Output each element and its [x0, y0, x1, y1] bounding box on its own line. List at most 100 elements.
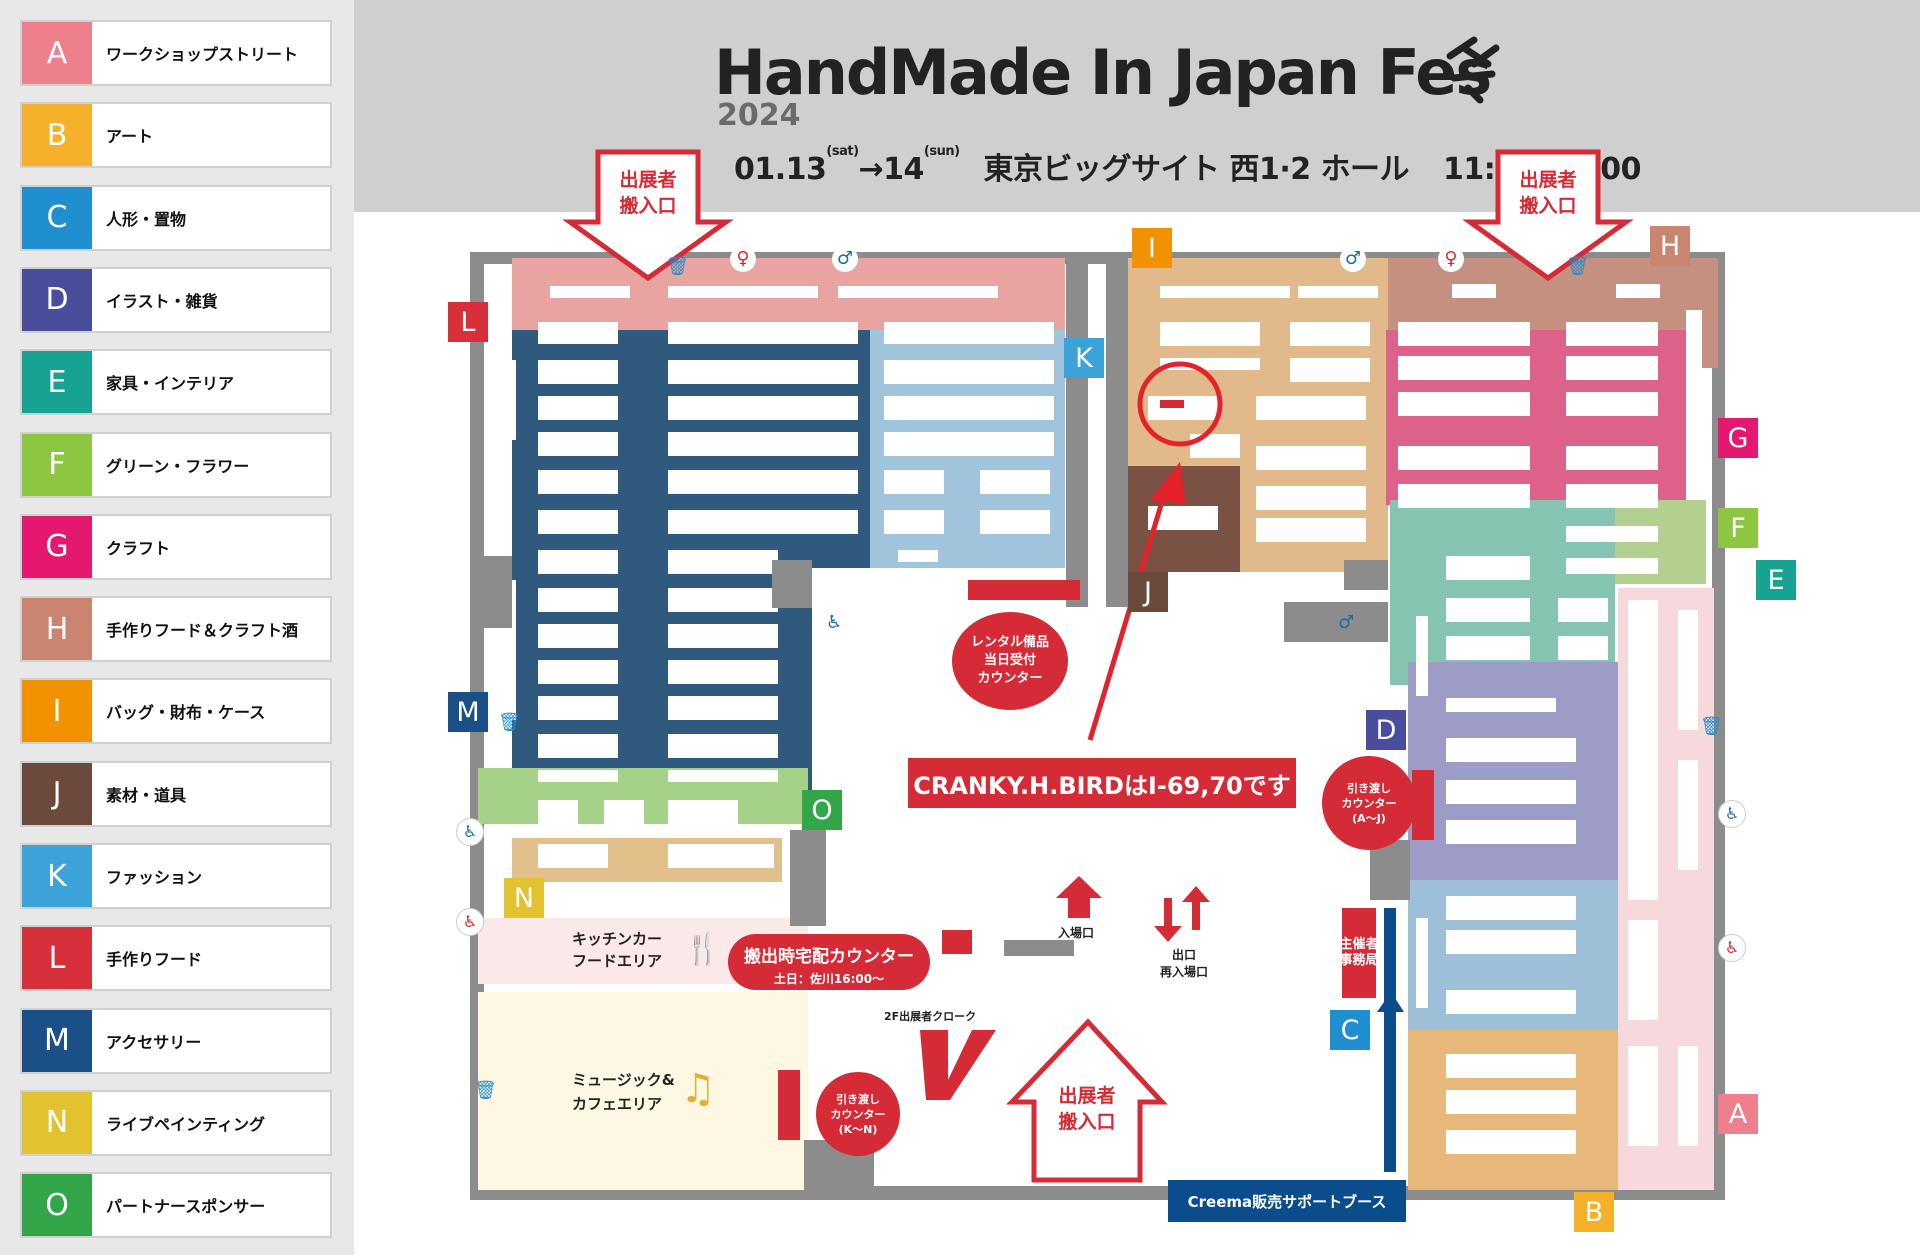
zone-label-d: D — [1366, 710, 1406, 750]
rental-counter-block — [968, 580, 1080, 600]
exit-arrow-icon — [1154, 886, 1210, 942]
zone-label-h: H — [1650, 226, 1690, 266]
exit-label: 出口 再入場口 — [1160, 948, 1209, 979]
cloak-label: 2F出展者クローク — [884, 1010, 977, 1023]
legend-item-c: C 人形・置物 — [20, 184, 332, 251]
restroom-icon: ♂ — [1340, 246, 1366, 272]
exhibitor-entry-label-4: 搬入口 — [1519, 194, 1576, 217]
legend-name: 人形・置物 — [106, 209, 187, 229]
exhibitor-entry-label-5: 出展者 — [1058, 1084, 1115, 1107]
booth-callout: CRANKY.H.BIRDはI-69,70です — [906, 756, 1298, 810]
zone-label-b: B — [1574, 1192, 1614, 1232]
booth-rows — [504, 284, 1702, 1154]
zone-label-i: I — [1132, 228, 1172, 268]
legend-name: 素材・道具 — [106, 785, 187, 805]
staff-path — [1384, 908, 1396, 1172]
kitchen-car-area-label: キッチンカー フードエリア — [572, 930, 663, 970]
entrance-label: 入場口 — [1058, 926, 1095, 940]
legend-name: 家具・インテリア — [106, 374, 235, 394]
legend-item-n: N ライブペインティング — [20, 1089, 332, 1156]
exhibitor-entry-label-2: 搬入口 — [619, 194, 676, 217]
exhibitor-entry-arrow-top-right — [1462, 149, 1634, 282]
structures — [484, 556, 1410, 1190]
event-info: 01.13(sat)→14(sun) 東京ビッグサイト 西1·2 ホール 11:… — [734, 144, 1641, 188]
legend-item-d: D イラスト・雑貨 — [20, 266, 332, 333]
legend-item-j: J 素材・道具 — [20, 760, 332, 827]
pointer-arrowhead — [1150, 462, 1186, 504]
accessible-restroom-icon: ♿ — [826, 612, 843, 633]
date-from: 01.13 — [734, 152, 827, 187]
legend-name: ファッション — [106, 868, 203, 887]
delivery-counter-title: 搬出時宅配カウンター — [744, 947, 914, 967]
legend-name: アート — [106, 127, 154, 147]
organizer-office: 主催者 事務局 — [1340, 908, 1379, 998]
music-note-icon: ♫ — [680, 1066, 716, 1112]
legend-name: バッグ・財布・ケース — [106, 703, 266, 723]
event-year: 2024 — [717, 98, 801, 133]
zone-label-c: C — [1330, 1010, 1370, 1050]
cloak-arrow-icon — [920, 1030, 996, 1100]
exhibitor-entry-arrow-bottom — [1006, 1018, 1168, 1183]
legend-letter: M — [22, 1009, 92, 1072]
delivery-counter: 搬出時宅配カウンター 土日：佐川16:00〜 — [728, 934, 930, 990]
zone-label-j: J — [1128, 572, 1168, 612]
zone-label-m: M — [448, 692, 488, 732]
entrance-gate — [1004, 940, 1074, 956]
rental-counter: レンタル備品 当日受付 カウンター — [952, 612, 1068, 710]
exhibitor-entry-arrow-top-left — [562, 149, 734, 282]
zone-label-f: F — [1718, 508, 1758, 548]
accessible-restroom-icon: ♿ — [1718, 800, 1746, 828]
accessible-restroom-icon: ♿ — [1718, 934, 1746, 962]
date-to: 14 — [883, 152, 924, 187]
legend-name: イラスト・雑貨 — [106, 291, 218, 311]
music-area — [478, 992, 808, 1190]
exhibitor-entry-arrows — [562, 149, 1634, 1183]
day-to: (sun) — [923, 144, 960, 159]
legend-item-m: M アクセサリー — [20, 1007, 332, 1074]
highlight-booth — [1160, 400, 1184, 408]
zone-label-e: E — [1756, 560, 1796, 600]
winter-mark-icon — [1446, 36, 1500, 104]
legend-item-a: A ワークショップストリート — [20, 20, 332, 86]
venue: 東京ビッグサイト 西1·2 ホール — [983, 152, 1410, 187]
legend-letter: C — [22, 186, 92, 249]
restroom-icon: ♀ — [1438, 246, 1464, 272]
trash-icon: 🗑 — [1700, 716, 1723, 737]
legend-item-i: I バッグ・財布・ケース — [20, 678, 332, 745]
legend-letter: N — [22, 1091, 92, 1154]
legend-letter: I — [22, 680, 92, 743]
legend-letter: B — [22, 104, 92, 167]
legend-letter: J — [22, 762, 92, 825]
delivery-counter-sub: 土日：佐川16:00〜 — [773, 972, 885, 986]
exhibitor-entry-label-1: 出展者 — [619, 168, 676, 191]
legend-name: ライブペインティング — [106, 1114, 266, 1134]
music-cafe-area-label: ミュージック& カフェエリア — [572, 1071, 675, 1113]
legend-name: パートナースポンサー — [106, 1197, 266, 1217]
legend-letter: H — [22, 598, 92, 661]
legend-name: 手作りフード — [106, 950, 203, 970]
legend-letter: A — [22, 22, 92, 84]
legend-item-b: B アート — [20, 102, 332, 169]
zone-label-g: G — [1718, 418, 1758, 458]
legend-letter: F — [22, 433, 92, 496]
legend-letter: L — [22, 927, 92, 990]
legend-name: ワークショップストリート — [106, 45, 299, 64]
pickup-counter-aj-block — [1412, 770, 1434, 840]
legend-letter: O — [22, 1174, 92, 1237]
date-arrow: → — [858, 152, 884, 187]
legend-item-o: O パートナースポンサー — [20, 1172, 332, 1239]
trash-icon: 🗑 — [1566, 256, 1589, 277]
legend-letter: D — [22, 268, 92, 331]
legend-name: アクセサリー — [106, 1032, 202, 1052]
restroom-icon: ♂ — [832, 246, 858, 272]
pickup-counter-kn: 引き渡し カウンター (K〜N) — [816, 1072, 900, 1156]
legend-name: 手作りフード＆クラフト酒 — [106, 621, 299, 641]
accessible-restroom-icon: ♿ — [456, 818, 484, 846]
day-from: (sat) — [826, 144, 859, 159]
legend-item-h: H 手作りフード＆クラフト酒 — [20, 596, 332, 663]
exhibitor-entry-label-3: 出展者 — [1519, 168, 1576, 191]
legend-letter: K — [22, 845, 92, 907]
